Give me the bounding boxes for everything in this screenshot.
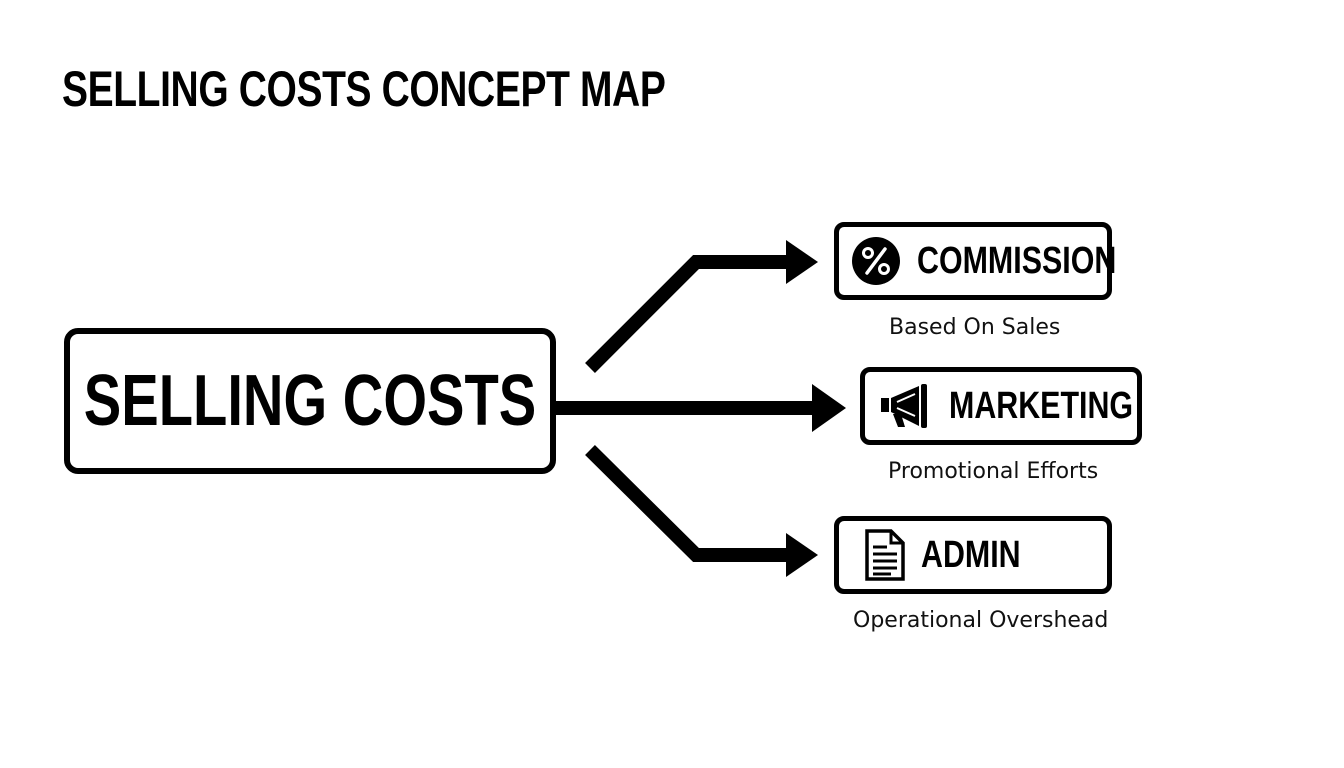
arrow-to-admin [585, 445, 818, 577]
node-commission-label: COMMISSION [917, 239, 1117, 282]
node-marketing: MARKETING [860, 367, 1142, 445]
node-commission: COMMISSION [834, 222, 1116, 300]
node-admin-label: ADMIN [921, 533, 1021, 576]
document-icon [863, 529, 907, 581]
arrow-to-commission [585, 240, 818, 373]
megaphone-icon [879, 381, 935, 431]
node-marketing-label: MARKETING [949, 384, 1134, 427]
arrow-to-marketing [556, 384, 846, 432]
node-admin: ADMIN [834, 516, 1112, 594]
main-node-selling-costs: SELLING COSTS [64, 328, 556, 474]
main-node-label: SELLING COSTS [83, 361, 537, 441]
caption-commission: Based On Sales [889, 315, 1061, 340]
caption-admin: Operational Overshead [853, 608, 1109, 633]
caption-marketing: Promotional Efforts [888, 459, 1099, 484]
page-title: SELLING COSTS CONCEPT MAP [62, 61, 666, 117]
percent-icon [851, 236, 901, 286]
